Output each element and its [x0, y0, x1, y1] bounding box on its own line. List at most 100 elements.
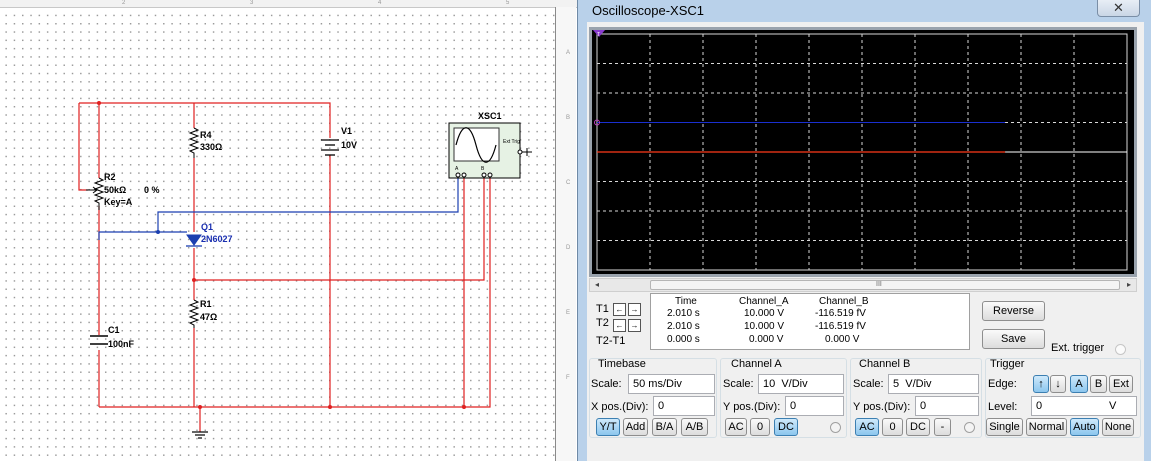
- channel-b-scale-input[interactable]: [888, 374, 979, 394]
- scroll-left-icon[interactable]: ◂: [594, 280, 599, 289]
- ruler-letter: B: [566, 115, 571, 121]
- t1-left-arrow-icon[interactable]: ←: [613, 303, 626, 316]
- t1-time: 2.010 s: [667, 308, 700, 319]
- channel-b-dc-button[interactable]: DC: [906, 418, 930, 436]
- r2-left-wire[interactable]: [78, 103, 88, 191]
- schematic-canvas[interactable]: 2 3 4 5 A B C D E F: [0, 0, 577, 461]
- horizontal-scrollbar[interactable]: ◂ III ▸: [589, 278, 1137, 292]
- ext-trigger-label: Ext. trigger: [1051, 342, 1105, 354]
- t1-channel-b: -116.519 fV: [815, 308, 866, 319]
- r2-wiper-arrow: [86, 186, 98, 194]
- xsc1-ch-b-label: B: [481, 166, 485, 172]
- r2-potentiometer[interactable]: [93, 177, 105, 210]
- v1-value-label: 10V: [341, 140, 357, 150]
- trigger-marker-icon[interactable]: [593, 30, 605, 37]
- t1-label: T1: [596, 303, 609, 315]
- circuit-diagram: Ext Trig A B R4 330Ω R2 50kΩ 0 % Key=A V…: [78, 101, 532, 439]
- save-button[interactable]: Save: [982, 329, 1045, 349]
- channel-b-ypos-label: Y pos.(Div):: [853, 401, 911, 413]
- t2-right-arrow-icon[interactable]: →: [628, 319, 641, 332]
- channel-a-scale-input[interactable]: [758, 374, 844, 394]
- gate-wire[interactable]: [98, 231, 187, 240]
- channel-b-ypos-input[interactable]: [915, 396, 979, 416]
- trigger-single-button[interactable]: Single: [986, 418, 1023, 436]
- trigger-level-input[interactable]: [1031, 396, 1137, 416]
- channel-a-ac-button[interactable]: AC: [725, 418, 747, 436]
- top-wire[interactable]: [79, 102, 331, 138]
- v1-battery[interactable]: [321, 139, 339, 156]
- channel-b-radio[interactable]: [964, 422, 975, 433]
- trigger-auto-button[interactable]: Auto: [1070, 418, 1099, 436]
- r1-value-label: 47Ω: [200, 312, 217, 322]
- readout-header-channel-a: Channel_A: [739, 296, 789, 307]
- readout-header-channel-b: Channel_B: [819, 296, 869, 307]
- r4-resistor[interactable]: [188, 127, 200, 158]
- trigger-normal-button[interactable]: Normal: [1026, 418, 1067, 436]
- xsc1-ch-a-label: A: [455, 166, 459, 172]
- channel-b-title: Channel B: [859, 358, 911, 370]
- r1-ref-label: R1: [200, 299, 212, 309]
- trigger-group: Trigger Edge: ↑ ↓ A B Ext Level: V Singl…: [985, 358, 1141, 438]
- trigger-none-button[interactable]: None: [1102, 418, 1134, 436]
- channel-b-invert-button[interactable]: -: [934, 418, 951, 436]
- r2-value-label: 50kΩ: [104, 185, 126, 195]
- oscilloscope-client: T ◂ III ▸ T1 T2 T2-T1 ← → ← → Time Chann…: [587, 22, 1144, 461]
- channel-a-dc-button[interactable]: DC: [774, 418, 798, 436]
- mode-ba-button[interactable]: B/A: [652, 418, 677, 436]
- ext-trigger-radio[interactable]: [1115, 344, 1126, 355]
- c1-ref-label: C1: [108, 325, 120, 335]
- t2-left-arrow-icon[interactable]: ←: [613, 319, 626, 332]
- mode-ab-button[interactable]: A/B: [681, 418, 708, 436]
- scroll-grip-icon: III: [876, 281, 882, 288]
- mode-add-button[interactable]: Add: [623, 418, 648, 436]
- channel-a-zero-button[interactable]: 0: [750, 418, 770, 436]
- trigger-marker-label: T: [597, 32, 600, 38]
- xsc1-symbol[interactable]: Ext Trig A B: [448, 122, 532, 179]
- channel-a-group: Channel A Scale: Y pos.(Div): AC 0 DC: [720, 358, 847, 438]
- trigger-source-ext-button[interactable]: Ext: [1109, 375, 1133, 393]
- q1-transistor[interactable]: [186, 234, 202, 247]
- c1-capacitor[interactable]: [90, 335, 108, 345]
- channel-b-ac-button[interactable]: AC: [855, 418, 879, 436]
- trigger-source-a-button[interactable]: A: [1070, 375, 1088, 393]
- channel-b-zero-button[interactable]: 0: [882, 418, 903, 436]
- t2-t1-channel-b: 0.000 V: [825, 334, 860, 345]
- x-position-input[interactable]: [653, 396, 715, 416]
- cathode-to-scope-b-wire[interactable]: [194, 175, 485, 281]
- ground-bus-wire[interactable]: [99, 175, 491, 408]
- window-title: Oscilloscope-XSC1: [592, 3, 704, 18]
- sheet-ruler-top: 2 3 4 5: [0, 0, 577, 8]
- ruler-number: 2: [122, 0, 126, 6]
- falling-edge-icon[interactable]: ↓: [1050, 375, 1066, 393]
- r1-resistor[interactable]: [188, 299, 200, 328]
- timebase-group: Timebase Scale: X pos.(Div): Y/T Add B/A…: [589, 358, 717, 438]
- rising-edge-icon[interactable]: ↑: [1033, 375, 1049, 393]
- reverse-button[interactable]: Reverse: [982, 301, 1045, 321]
- red-wires: [78, 102, 491, 432]
- q1-part-label: 2N6027: [201, 234, 233, 244]
- t1-right-arrow-icon[interactable]: →: [628, 303, 641, 316]
- sheet-border: [555, 7, 556, 461]
- channel-a-radio[interactable]: [830, 422, 841, 433]
- t2-t1-channel-a: 0.000 V: [749, 334, 784, 345]
- c1-value-label: 100nF: [108, 339, 135, 349]
- scroll-right-icon[interactable]: ▸: [1126, 280, 1131, 289]
- ruler-number: 3: [250, 0, 254, 6]
- oscilloscope-window[interactable]: Oscilloscope-XSC1 ✕ T ◂ III ▸ T1 T2 T: [577, 0, 1151, 461]
- scope-a-wire[interactable]: [157, 175, 459, 232]
- scroll-thumb[interactable]: III: [650, 280, 1120, 290]
- t2-channel-b: -116.519 fV: [815, 321, 866, 332]
- trigger-source-b-button[interactable]: B: [1090, 375, 1107, 393]
- r2-ref-label: R2: [104, 172, 116, 182]
- channel-a-position-marker[interactable]: [594, 119, 600, 126]
- channel-a-ypos-input[interactable]: [785, 396, 844, 416]
- trigger-edge-label: Edge:: [988, 378, 1017, 390]
- close-icon: ✕: [1113, 0, 1124, 15]
- scope-screen[interactable]: T: [592, 30, 1134, 274]
- channel-b-group: Channel B Scale: Y pos.(Div): AC 0 DC -: [850, 358, 982, 438]
- mode-yt-button[interactable]: Y/T: [596, 418, 620, 436]
- channel-a-ypos-label: Y pos.(Div):: [723, 401, 781, 413]
- timebase-scale-input[interactable]: [628, 374, 715, 394]
- close-button[interactable]: ✕: [1097, 0, 1140, 17]
- trigger-level-unit: V: [1109, 400, 1117, 412]
